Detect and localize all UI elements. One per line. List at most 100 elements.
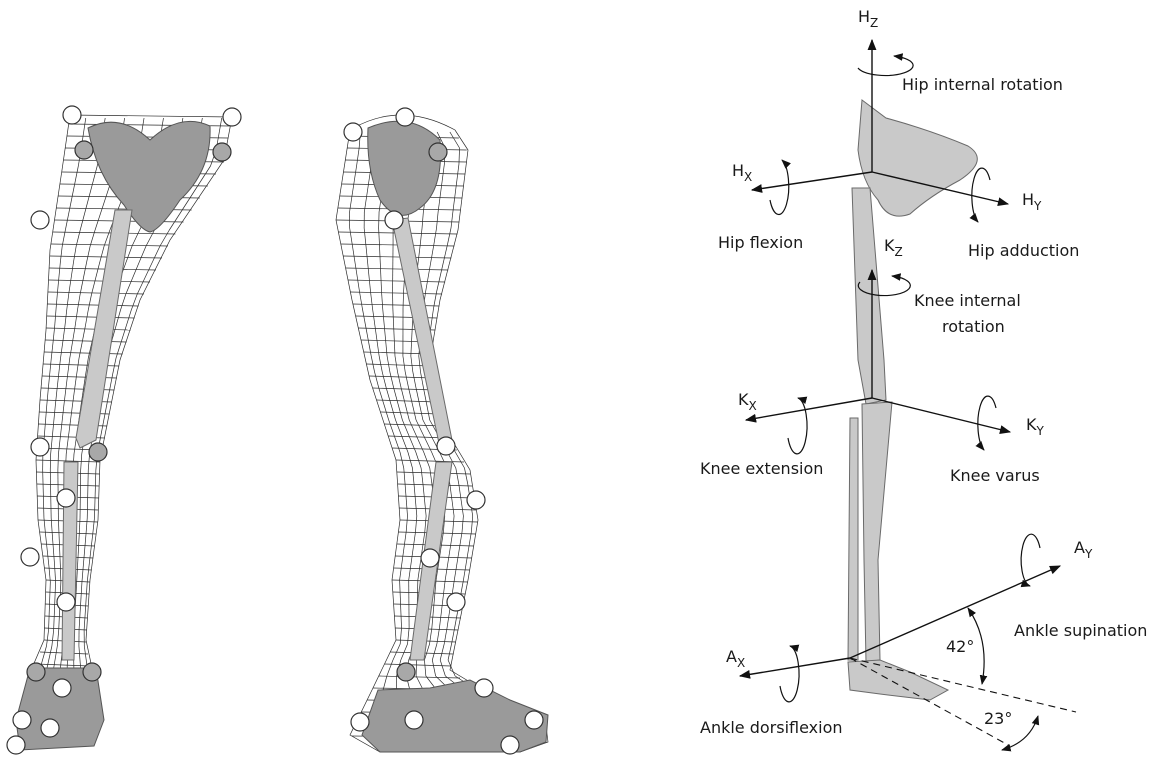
hip-z-label: HZ (858, 7, 878, 30)
mesh-line (377, 400, 437, 402)
mesh-line (387, 660, 393, 676)
front-view-leg (7, 106, 241, 754)
mesh-line (47, 550, 49, 566)
mesh-line (61, 342, 63, 358)
mesh-line (53, 550, 54, 566)
mesh-line (366, 364, 430, 366)
mesh-line (427, 404, 430, 420)
mesh-line (394, 388, 398, 404)
axes-pelvis-bone (858, 100, 977, 216)
mesh-line (408, 452, 413, 468)
mesh-line (74, 246, 77, 262)
mesh-line (430, 628, 432, 644)
mesh-line (394, 436, 400, 452)
mesh-line (421, 468, 423, 484)
mesh-line (415, 500, 416, 516)
mesh-line (88, 294, 91, 310)
mesh-line (418, 564, 420, 580)
mesh-line (390, 372, 394, 388)
mesh-line (68, 358, 70, 374)
mesh-line (48, 292, 144, 294)
motion-capture-marker (83, 663, 101, 681)
mesh-line (466, 548, 469, 564)
mesh-line (455, 612, 458, 628)
mesh-line (398, 404, 402, 420)
side-shoe (362, 680, 548, 752)
mesh-line (439, 612, 441, 628)
mesh-line (391, 404, 396, 420)
ankle-y-label: AY (1074, 538, 1093, 561)
mesh-line (409, 388, 413, 404)
mesh-line (55, 390, 57, 406)
mesh-line (454, 564, 457, 580)
mesh-line (126, 278, 133, 294)
motion-capture-marker (351, 713, 369, 731)
mesh-line (139, 246, 146, 262)
motion-capture-marker (53, 679, 71, 697)
mesh-line (380, 260, 381, 276)
mesh-line (400, 596, 401, 612)
mesh-line (401, 388, 405, 404)
mesh-line (413, 372, 416, 388)
mesh-line (400, 564, 402, 580)
joint-axes-model: HZ Hip internal rotation HX HY Hip flexi… (700, 7, 1147, 750)
mesh-line (71, 262, 73, 278)
ground-reference-line (850, 658, 1010, 746)
mesh-line (59, 358, 61, 374)
mesh-line (132, 230, 140, 246)
knee-x-label: KX (738, 390, 757, 413)
mesh-line (395, 356, 398, 372)
mesh-line (69, 198, 72, 214)
mesh-line (350, 292, 442, 294)
mesh-line (379, 244, 380, 260)
mesh-line (411, 356, 413, 372)
mesh-line (364, 228, 366, 244)
mesh-line (79, 518, 80, 534)
hip-x-label: HX (732, 161, 752, 184)
mesh-line (100, 246, 104, 262)
mesh-line (471, 516, 472, 532)
mesh-line (405, 404, 409, 420)
mesh-line (47, 304, 138, 306)
mesh-line (86, 582, 87, 598)
mesh-line (350, 196, 352, 212)
mesh-line (464, 468, 467, 484)
mesh-line (451, 212, 453, 228)
mesh-line (404, 468, 405, 484)
mesh-line (131, 294, 137, 310)
mesh-line (397, 472, 471, 474)
mesh-line (93, 166, 97, 182)
mesh-line (412, 468, 414, 484)
mesh-line (141, 118, 144, 134)
mesh-line (384, 424, 442, 426)
motion-capture-marker (447, 593, 465, 611)
motion-capture-marker (385, 211, 403, 229)
mesh-line (416, 436, 423, 452)
ankle-x-rotation-arrow (780, 646, 799, 702)
mesh-line (49, 598, 50, 614)
mesh-line (462, 516, 463, 532)
mesh-line (47, 390, 48, 406)
mesh-line (409, 564, 411, 580)
mesh-line (440, 260, 444, 276)
hip-adduction-label: Hip adduction (968, 241, 1079, 260)
mesh-line (79, 342, 82, 358)
mesh-line (441, 596, 443, 612)
mesh-line (84, 198, 88, 214)
motion-capture-marker (396, 108, 414, 126)
mesh-line (80, 598, 81, 614)
mesh-line (55, 582, 56, 598)
mesh-line (437, 276, 441, 292)
mesh-line (56, 294, 57, 310)
mesh-line (404, 532, 406, 548)
mesh-line (50, 582, 51, 598)
mesh-line (434, 228, 437, 244)
mesh-line (59, 534, 60, 550)
mesh-line (85, 310, 88, 326)
mesh-line (180, 198, 190, 214)
mesh-line (411, 548, 413, 564)
hip-z-rotation-arrow (858, 56, 913, 75)
mesh-line (383, 308, 384, 324)
mesh-line (357, 276, 359, 292)
motion-capture-marker (57, 593, 75, 611)
